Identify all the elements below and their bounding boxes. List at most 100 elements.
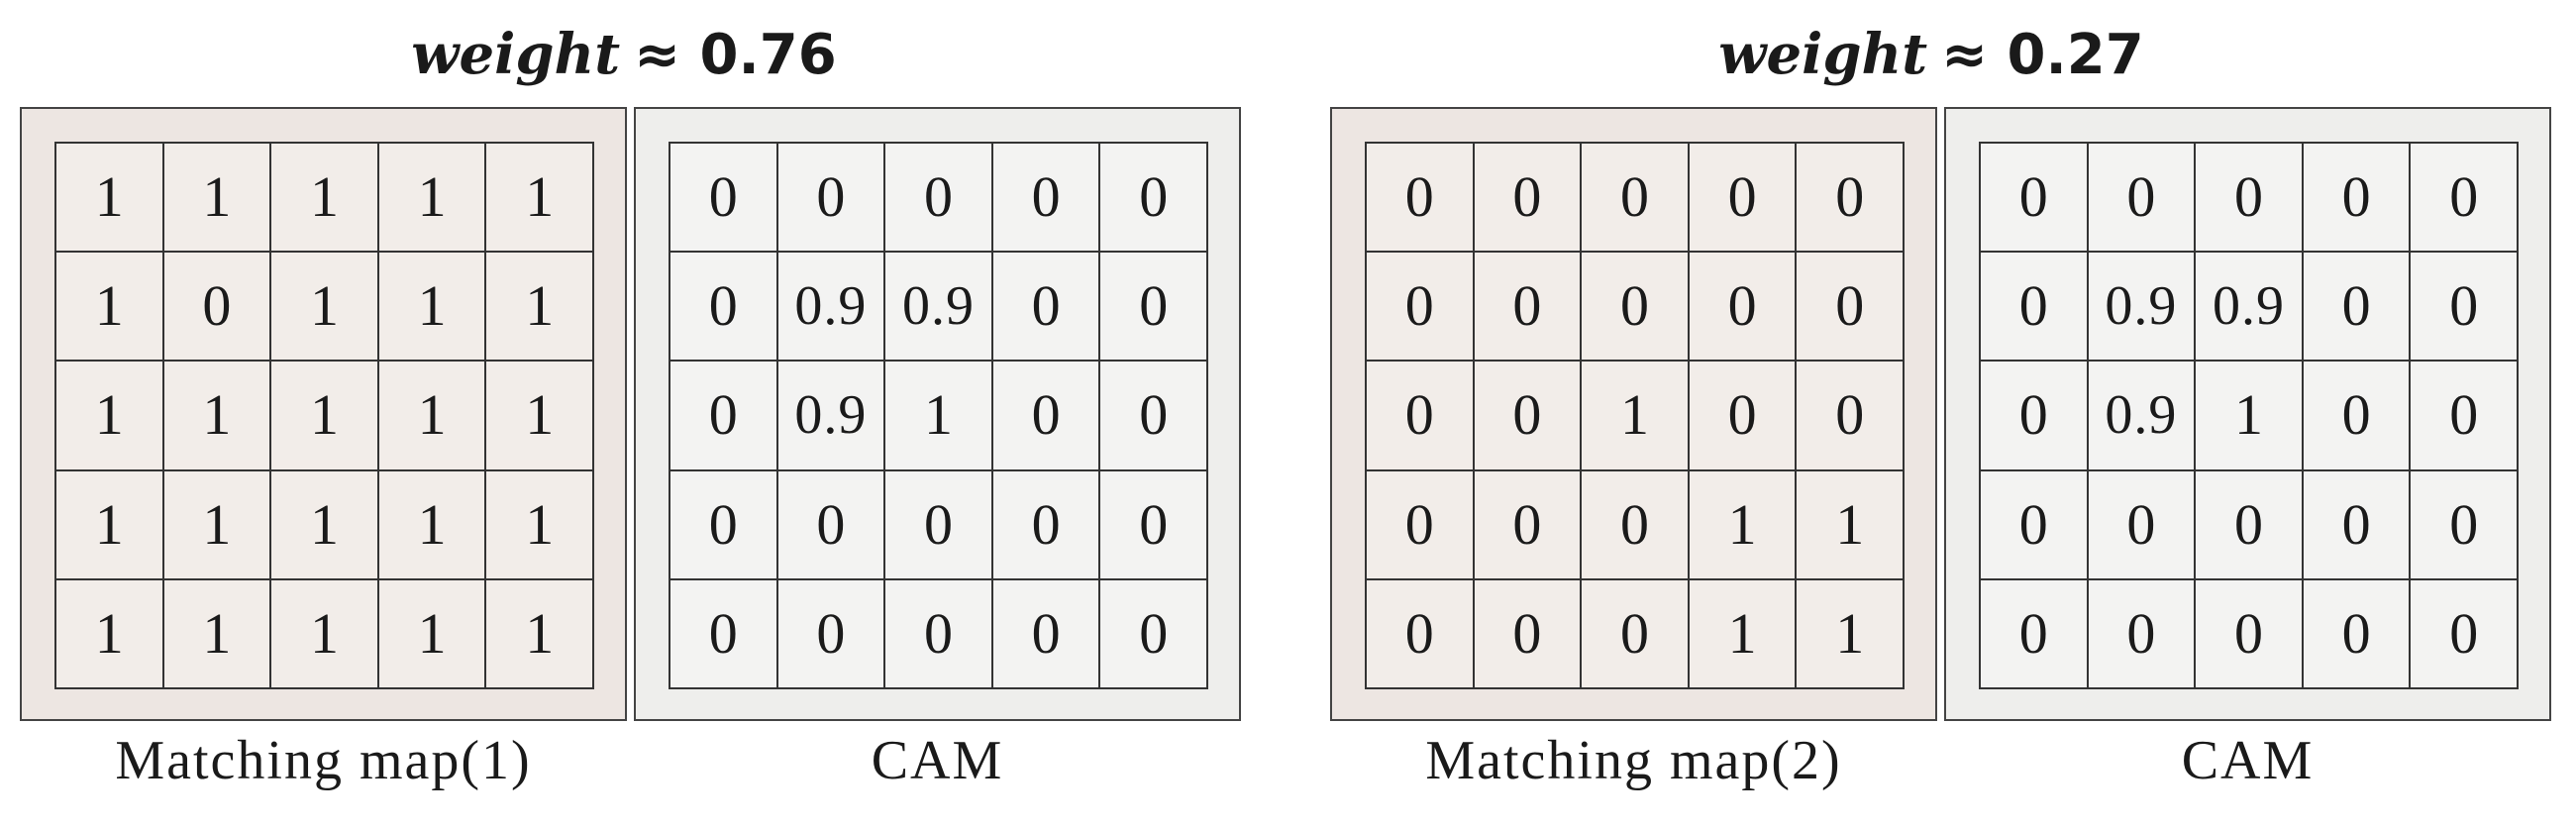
weight-value: ≈ 0.76 bbox=[634, 23, 837, 87]
grid-cell: 1 bbox=[271, 144, 379, 254]
grid-cell: 1 bbox=[163, 362, 272, 471]
grid-cell: 1 bbox=[163, 470, 272, 580]
grid-cell: 0 bbox=[2088, 579, 2197, 689]
grid-cell: 0 bbox=[992, 253, 1101, 363]
grid-cell: 1 bbox=[271, 253, 379, 363]
grid-cell: 0 bbox=[885, 470, 993, 580]
grid-cell: 0 bbox=[1474, 144, 1583, 254]
grid-cell: 0 bbox=[2411, 144, 2519, 254]
grid-cell: 0 bbox=[1474, 579, 1583, 689]
cam-1-caption: CAM bbox=[871, 730, 1004, 791]
grid-cell: 0 bbox=[2196, 579, 2304, 689]
grid-cell: 1 bbox=[378, 579, 487, 689]
grid-cell: 1 bbox=[271, 362, 379, 471]
grid-cell: 1 bbox=[271, 470, 379, 580]
grid-cell: 0.9 bbox=[885, 253, 993, 363]
grid-cell: 0.9 bbox=[2088, 253, 2197, 363]
grid-cell: 0 bbox=[1582, 253, 1690, 363]
grid-cell: 0 bbox=[1100, 144, 1208, 254]
grid-cell: 0 bbox=[2303, 579, 2412, 689]
grid-cell: 1 bbox=[1582, 362, 1690, 471]
grid-cell: 1 bbox=[56, 253, 164, 363]
grid-cell: 0 bbox=[1797, 362, 1905, 471]
grid-cell: 0 bbox=[1797, 144, 1905, 254]
grid-cell: 1 bbox=[163, 144, 272, 254]
grid-cell: 1 bbox=[2196, 362, 2304, 471]
grid-cell: 1 bbox=[885, 362, 993, 471]
grid-cell: 1 bbox=[1689, 470, 1798, 580]
grid-cell: 1 bbox=[56, 579, 164, 689]
weight-title-2: weight ≈ 0.27 bbox=[1684, 20, 2179, 89]
grid-cell: 0 bbox=[1367, 470, 1475, 580]
grid-cell: 1 bbox=[56, 470, 164, 580]
grid-cell: 1 bbox=[486, 362, 594, 471]
grid-cell: 1 bbox=[163, 579, 272, 689]
grid-cell: 0 bbox=[2196, 470, 2304, 580]
grid-cell: 0 bbox=[2411, 470, 2519, 580]
grid-cell: 0 bbox=[2303, 144, 2412, 254]
grid-cell: 1 bbox=[56, 144, 164, 254]
grid-cell: 1 bbox=[378, 470, 487, 580]
grid-cell: 0 bbox=[885, 144, 993, 254]
grid-cell: 0 bbox=[992, 579, 1101, 689]
grid-cell: 1 bbox=[1797, 470, 1905, 580]
grid-cell: 0 bbox=[777, 470, 886, 580]
grid-cell: 0 bbox=[2411, 579, 2519, 689]
grid-cell: 0.9 bbox=[2196, 253, 2304, 363]
grid-cell: 0 bbox=[670, 144, 778, 254]
grid-cell: 0 bbox=[1100, 253, 1208, 363]
grid-cell: 0 bbox=[1582, 144, 1690, 254]
grid-cell: 0 bbox=[992, 470, 1101, 580]
matching-map-1-caption: Matching map(1) bbox=[115, 730, 532, 791]
grid-cell: 0 bbox=[1981, 144, 2089, 254]
grid-cell: 0 bbox=[1689, 144, 1798, 254]
grid-cell: 0 bbox=[885, 579, 993, 689]
grid-cell: 0 bbox=[1474, 253, 1583, 363]
grid-cell: 0 bbox=[1367, 253, 1475, 363]
cam-2-caption: CAM bbox=[2181, 730, 2315, 791]
grid-cell: 0 bbox=[670, 579, 778, 689]
grid-cell: 0 bbox=[2303, 253, 2412, 363]
grid-cell: 0 bbox=[1981, 579, 2089, 689]
grid-cell: 0 bbox=[1100, 579, 1208, 689]
grid-cell: 0 bbox=[1100, 362, 1208, 471]
grid-cell: 1 bbox=[486, 253, 594, 363]
grid-cell: 0 bbox=[670, 362, 778, 471]
grid-cell: 0 bbox=[2411, 362, 2519, 471]
grid-cell: 1 bbox=[56, 362, 164, 471]
grid-cell: 1 bbox=[378, 253, 487, 363]
grid-cell: 0 bbox=[2196, 144, 2304, 254]
grid-cell: 1 bbox=[1689, 579, 1798, 689]
grid-cell: 0 bbox=[1367, 144, 1475, 254]
grid-cell: 0 bbox=[1689, 253, 1798, 363]
grid-cell: 0 bbox=[2303, 470, 2412, 580]
grid-cell: 0.9 bbox=[777, 253, 886, 363]
grid-cell: 0 bbox=[1582, 470, 1690, 580]
grid-cell: 1 bbox=[486, 470, 594, 580]
grid-cell: 1 bbox=[378, 144, 487, 254]
grid-cell: 0 bbox=[2088, 470, 2197, 580]
grid-cell: 0 bbox=[992, 144, 1101, 254]
grid-cell: 0 bbox=[1981, 253, 2089, 363]
grid-cell: 0 bbox=[1474, 362, 1583, 471]
grid-cell: 0 bbox=[1981, 362, 2089, 471]
grid-cell: 0 bbox=[2411, 253, 2519, 363]
grid-cell: 0.9 bbox=[2088, 362, 2197, 471]
grid-cell: 0 bbox=[1689, 362, 1798, 471]
grid-cell: 0 bbox=[777, 144, 886, 254]
grid-cell: 0 bbox=[1981, 470, 2089, 580]
grid-cell: 0 bbox=[2303, 362, 2412, 471]
grid-cell: 0 bbox=[670, 470, 778, 580]
grid-cell: 0 bbox=[1582, 579, 1690, 689]
grid-cell: 1 bbox=[378, 362, 487, 471]
weight-value: ≈ 0.27 bbox=[1941, 23, 2144, 87]
grid-cell: 0 bbox=[1367, 579, 1475, 689]
grid-cell: 0 bbox=[670, 253, 778, 363]
